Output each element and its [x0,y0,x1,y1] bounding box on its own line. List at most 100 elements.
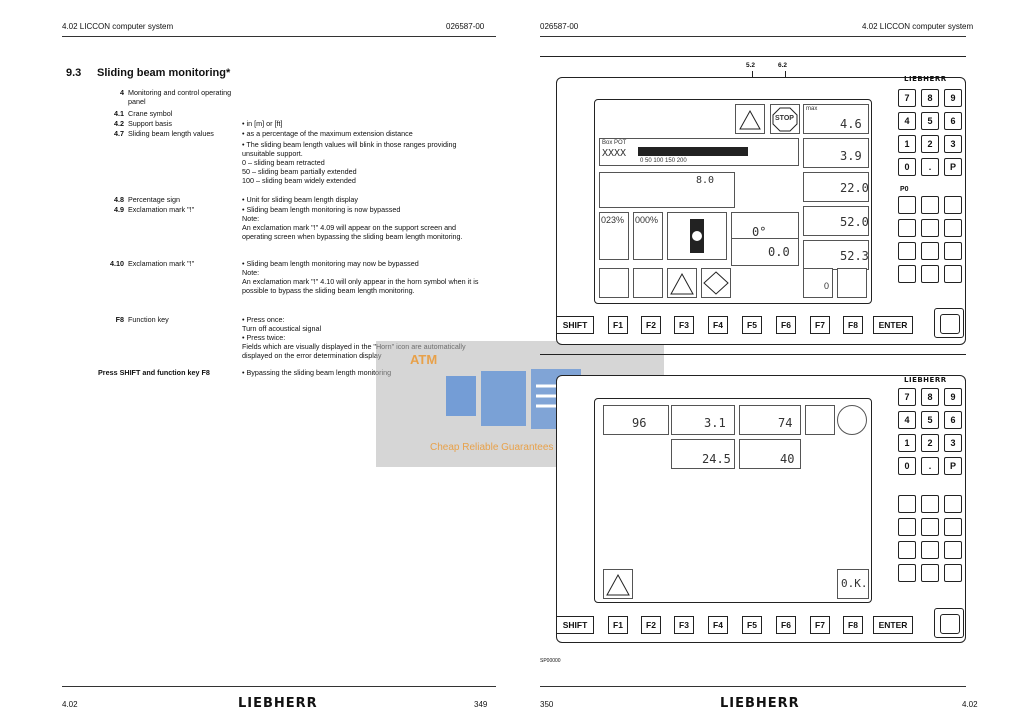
f-key-icon[interactable] [944,219,962,237]
oil-temp-cell: 40 [739,439,801,469]
keypad-key[interactable]: 4 [898,411,916,429]
right-header-rule [540,36,966,37]
boom-icon[interactable] [898,196,916,214]
info-icon[interactable] [944,242,962,260]
diamond-icon[interactable] [701,268,731,298]
fuel-value: 96 [632,416,647,430]
row-description: • The sliding beam length values will bl… [242,140,457,158]
support-right-icon[interactable] [633,268,663,298]
function-key-f5[interactable]: F5 [742,316,762,334]
keypad-key[interactable]: 1 [898,434,916,452]
boom-icon[interactable] [898,495,916,513]
keypad-key[interactable]: 5 [921,411,939,429]
clock-icon[interactable] [944,265,962,283]
info-icon[interactable] [944,541,962,559]
compass-icon[interactable] [921,242,939,260]
keypad-key[interactable]: 0 [898,457,916,475]
row-description: Note: [242,268,260,277]
keypad-key[interactable]: 3 [944,135,962,153]
c-key-icon[interactable] [898,541,916,559]
slew-angle: 0° [752,225,767,239]
arrow-right-icon[interactable] [921,265,939,283]
row-description: • Sliding beam length monitoring is now … [242,205,401,214]
function-key-f8[interactable]: F8 [843,616,863,634]
keypad-key[interactable]: 9 [944,388,962,406]
keypad-key[interactable]: P [944,457,962,475]
keypad-key[interactable]: 4 [898,112,916,130]
row-number: 4.2 [114,119,124,128]
keypad-key[interactable]: 7 [898,89,916,107]
function-key-f1[interactable]: F1 [608,616,628,634]
keypad-key[interactable]: P [944,158,962,176]
hook-icon[interactable]: 0 [803,268,833,298]
warning-triangle-icon[interactable] [603,569,633,599]
keypad-key[interactable]: 8 [921,89,939,107]
keypad-key[interactable]: . [921,158,939,176]
function-key-f8[interactable]: F8 [843,316,863,334]
row-number: Press SHIFT and function key F8 [98,368,210,377]
function-key-f6[interactable]: F6 [776,316,796,334]
ok-button-bottom[interactable] [934,608,964,638]
monitor-screen-top: STOP max 4.6 Box POT XXXX 0 50 100 150 2… [594,99,872,304]
keypad-key[interactable]: 0 [898,158,916,176]
arrow-right-icon[interactable] [921,564,939,582]
stop-icon[interactable]: STOP [770,104,800,134]
function-key-shift[interactable]: SHIFT [556,316,594,334]
function-key-enter[interactable]: ENTER [873,616,913,634]
keypad-key[interactable]: . [921,457,939,475]
luffing-icon[interactable] [921,495,939,513]
row-description: • Press twice: [242,333,286,342]
keypad-key[interactable]: 2 [921,434,939,452]
right-header-title: 4.02 LICCON computer system [862,22,974,31]
keypad-key[interactable]: 6 [944,411,962,429]
function-key-f4[interactable]: F4 [708,316,728,334]
row-description: Fields which are visually displayed in t… [242,342,466,360]
horn-icon[interactable] [837,268,867,298]
pen-icon[interactable] [921,518,939,536]
clock-icon[interactable] [944,564,962,582]
function-key-f3[interactable]: F3 [674,616,694,634]
keypad-key[interactable]: 6 [944,112,962,130]
function-key-f3[interactable]: F3 [674,316,694,334]
k-key-icon[interactable] [944,495,962,513]
function-key-f7[interactable]: F7 [810,316,830,334]
warning-icon[interactable] [735,104,765,134]
ok-display-button[interactable]: 0.K. [837,569,869,599]
function-key-f1[interactable]: F1 [608,316,628,334]
hoist-cell: 0.0 [731,238,799,266]
warning-triangle-icon[interactable] [667,268,697,298]
compass-icon[interactable] [921,541,939,559]
keypad-key[interactable]: 7 [898,388,916,406]
keypad-key[interactable]: 5 [921,112,939,130]
arrow-left-icon[interactable] [898,265,916,283]
row-description: • Unit for sliding beam length display [242,195,358,204]
pen-icon[interactable] [921,219,939,237]
function-key-f2[interactable]: F2 [641,316,661,334]
function-key-shift[interactable]: SHIFT [556,616,594,634]
luffing-icon[interactable] [921,196,939,214]
c-key-icon[interactable] [898,242,916,260]
keypad-key[interactable]: 8 [921,388,939,406]
telescope-icon[interactable] [898,219,916,237]
ok-button-top[interactable] [934,308,964,338]
keypad-key[interactable]: 1 [898,135,916,153]
row-description: 100 – sliding beam widely extended [242,176,356,185]
support-left-icon[interactable] [599,268,629,298]
function-key-f4[interactable]: F4 [708,616,728,634]
telescope-icon[interactable] [898,518,916,536]
f-key-icon[interactable] [944,518,962,536]
row-description: • Sliding beam length monitoring may now… [242,259,419,268]
function-key-f5[interactable]: F5 [742,616,762,634]
arrow-left-icon[interactable] [898,564,916,582]
progress-bar [638,147,748,156]
keypad-key[interactable]: 2 [921,135,939,153]
fuel-cell: 96 [603,405,669,435]
keypad-key[interactable]: 3 [944,434,962,452]
right-header-doc-number: 026587-00 [540,22,579,31]
keypad-key[interactable]: 9 [944,89,962,107]
function-key-f6[interactable]: F6 [776,616,796,634]
k-key-icon[interactable] [944,196,962,214]
function-key-f7[interactable]: F7 [810,616,830,634]
function-key-enter[interactable]: ENTER [873,316,913,334]
function-key-f2[interactable]: F2 [641,616,661,634]
